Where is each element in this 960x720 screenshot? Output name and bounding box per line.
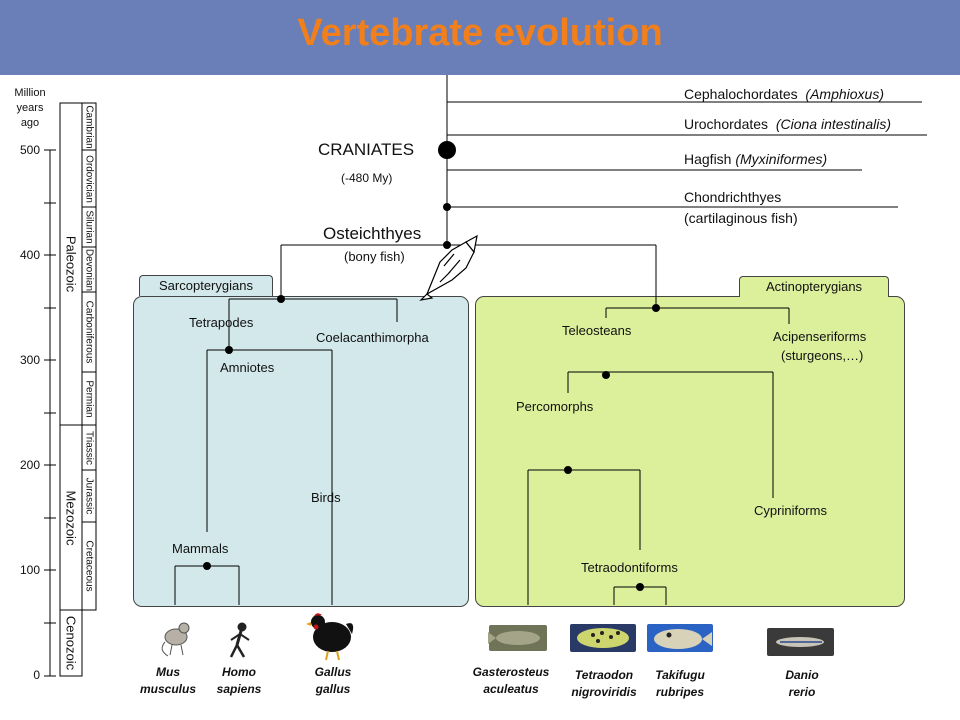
timescale-header: Million years ago [14, 87, 46, 129]
chicken-icon [306, 613, 354, 661]
human-icon [229, 622, 250, 658]
hagfish-label: Hagfish (Myxiniformes) [684, 151, 828, 167]
takifugu-fish-icon [647, 624, 713, 652]
osteichthyes-label: Osteichthyes [323, 224, 422, 243]
chondrichthyes-label: Chondrichthyes [684, 189, 782, 205]
cypriniforms-label: Cypriniforms [754, 503, 827, 518]
tetraodon-fish-icon [570, 624, 636, 652]
tick-label: 300 [19, 353, 40, 367]
osteichthyes-node [443, 241, 451, 249]
mouse-icon [161, 622, 190, 657]
page-title: Vertebrate evolution [297, 12, 663, 54]
acipenseriforms-label: Acipenseriforms [773, 329, 867, 344]
sarcopterygians-tab: Sarcopterygians [139, 275, 273, 296]
sarcopterygians-panel [133, 296, 469, 607]
tick-label: 100 [19, 563, 40, 577]
title-banner [0, 0, 960, 75]
actinopterygians-tab: Actinopterygians [739, 276, 889, 297]
percomorphs-label: Percomorphs [516, 399, 594, 414]
cephalochordates-label: Cephalochordates (Amphioxus) [684, 86, 885, 102]
tick-label: 200 [19, 458, 40, 472]
tick-label: 500 [19, 143, 40, 157]
urochordates-label: Urochordates (Ciona intestinalis) [684, 116, 891, 132]
tick-label: 0 [33, 668, 40, 682]
stickleback-fish-icon [488, 625, 547, 651]
craniates-age: (-480 My) [341, 171, 393, 185]
birds-label: Birds [311, 490, 341, 505]
osteichthyes-note: (bony fish) [344, 249, 405, 264]
craniates-node [438, 141, 456, 159]
actinopterygians-panel [475, 296, 905, 607]
mammals-label: Mammals [172, 541, 229, 556]
acipenseriforms-note: (sturgeons,…) [781, 348, 864, 363]
coelacanthimorpha-label: Coelacanthimorpha [316, 330, 429, 345]
coelacanth-icon [419, 234, 478, 301]
amniotes-label: Amniotes [220, 360, 275, 375]
chondrichthyes-note: (cartilaginous fish) [684, 210, 798, 226]
tetrapodes-label: Tetrapodes [189, 315, 254, 330]
tetraodontiforms-label: Tetraodontiforms [581, 560, 678, 575]
tick-label: 400 [19, 248, 40, 262]
teleosteans-label: Teleosteans [562, 323, 632, 338]
craniates-label: CRANIATES [318, 140, 415, 159]
zebrafish-icon [767, 628, 834, 656]
